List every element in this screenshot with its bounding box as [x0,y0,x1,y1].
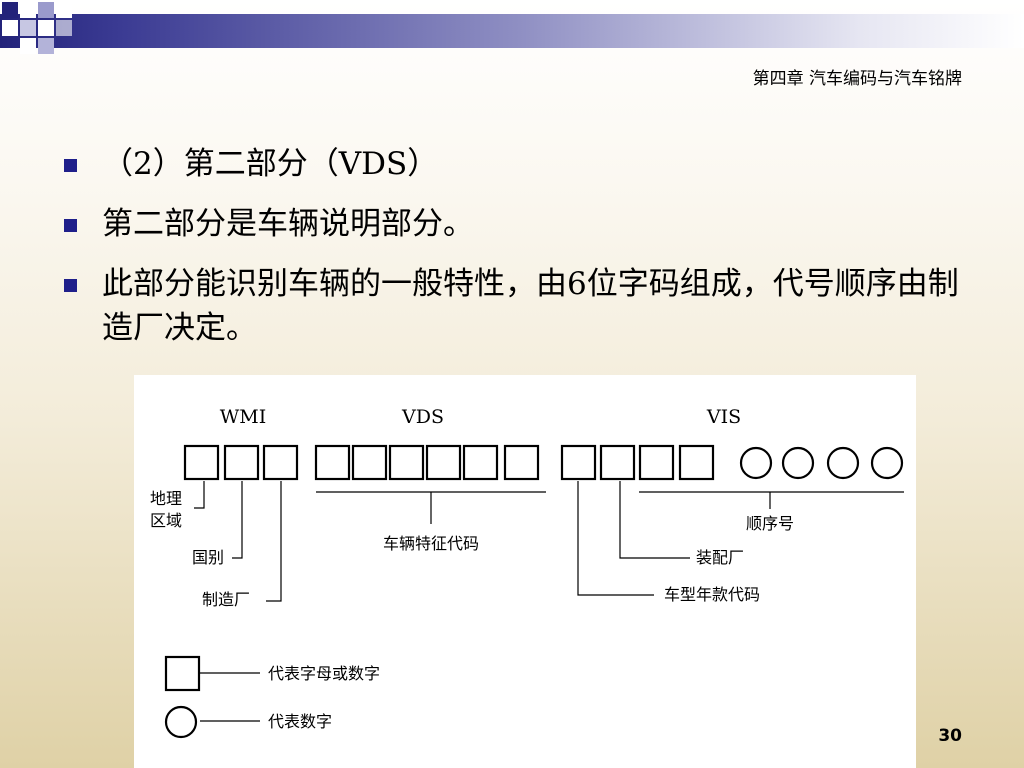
page-number: 30 [938,726,962,746]
legend-square-label: 代表字母或数字 [268,664,380,683]
wmi-square [183,444,220,481]
wmi-square [262,444,299,481]
vds-square [351,444,388,481]
bullet-text: （2）第二部分（VDS） [102,146,439,182]
bullet-text: 第二部分是车辆说明部分。 [102,206,474,242]
geo-region-label-line1: 地理 [150,489,182,508]
vds-square [314,444,351,481]
manufacturer-connector [266,481,282,602]
country-connector [232,481,243,559]
legend-circle-icon [164,705,198,739]
bullet-item: 此部分能识别车辆的一般特性，由6位字码组成，代号顺序由制造厂决定。 [64,262,964,350]
decorative-squares [2,2,72,54]
vds-square [462,444,499,481]
assembly-plant-connector [619,481,690,559]
bullet-item: （2）第二部分（VDS） [64,142,964,186]
bullet-item: 第二部分是车辆说明部分。 [64,202,964,246]
wmi-label: WMI [220,406,267,428]
geo-region-label-line2: 区域 [150,511,182,530]
vis-square [638,444,675,481]
legend-circle-label: 代表数字 [268,712,332,731]
vis-circle [739,446,773,480]
vds-square [425,444,462,481]
vis-label: VIS [706,406,741,428]
bullet-square-icon [64,219,77,232]
wmi-square [223,444,260,481]
vis-square [560,444,597,481]
vis-square [678,444,715,481]
vds-label: VDS [401,406,444,428]
vin-structure-diagram: WMI VDS VIS [134,375,916,768]
sequence-label: 顺序号 [746,514,794,533]
vds-square [388,444,425,481]
legend-square-icon [164,655,201,692]
bullet-list: （2）第二部分（VDS） 第二部分是车辆说明部分。 此部分能识别车辆的一般特性，… [64,142,964,366]
vis-circle [870,446,904,480]
model-year-connector [577,481,654,596]
header-bar [0,14,1024,48]
vis-square [599,444,636,481]
vin-diagram-svg: WMI VDS VIS [150,406,904,739]
vehicle-features-label: 车辆特征代码 [383,534,479,553]
vis-circle [826,446,860,480]
model-year-label: 车型年款代码 [664,585,760,604]
geo-region-connector [194,481,205,509]
vis-circle [781,446,815,480]
chapter-title: 第四章 汽车编码与汽车铭牌 [752,69,962,89]
bullet-square-icon [64,159,77,172]
bullet-square-icon [64,279,77,292]
vds-square [503,444,540,481]
manufacturer-label: 制造厂 [202,590,250,609]
assembly-plant-label: 装配厂 [696,548,744,567]
bullet-text: 此部分能识别车辆的一般特性，由6位字码组成，代号顺序由制造厂决定。 [102,266,959,346]
country-label: 国别 [192,548,224,567]
